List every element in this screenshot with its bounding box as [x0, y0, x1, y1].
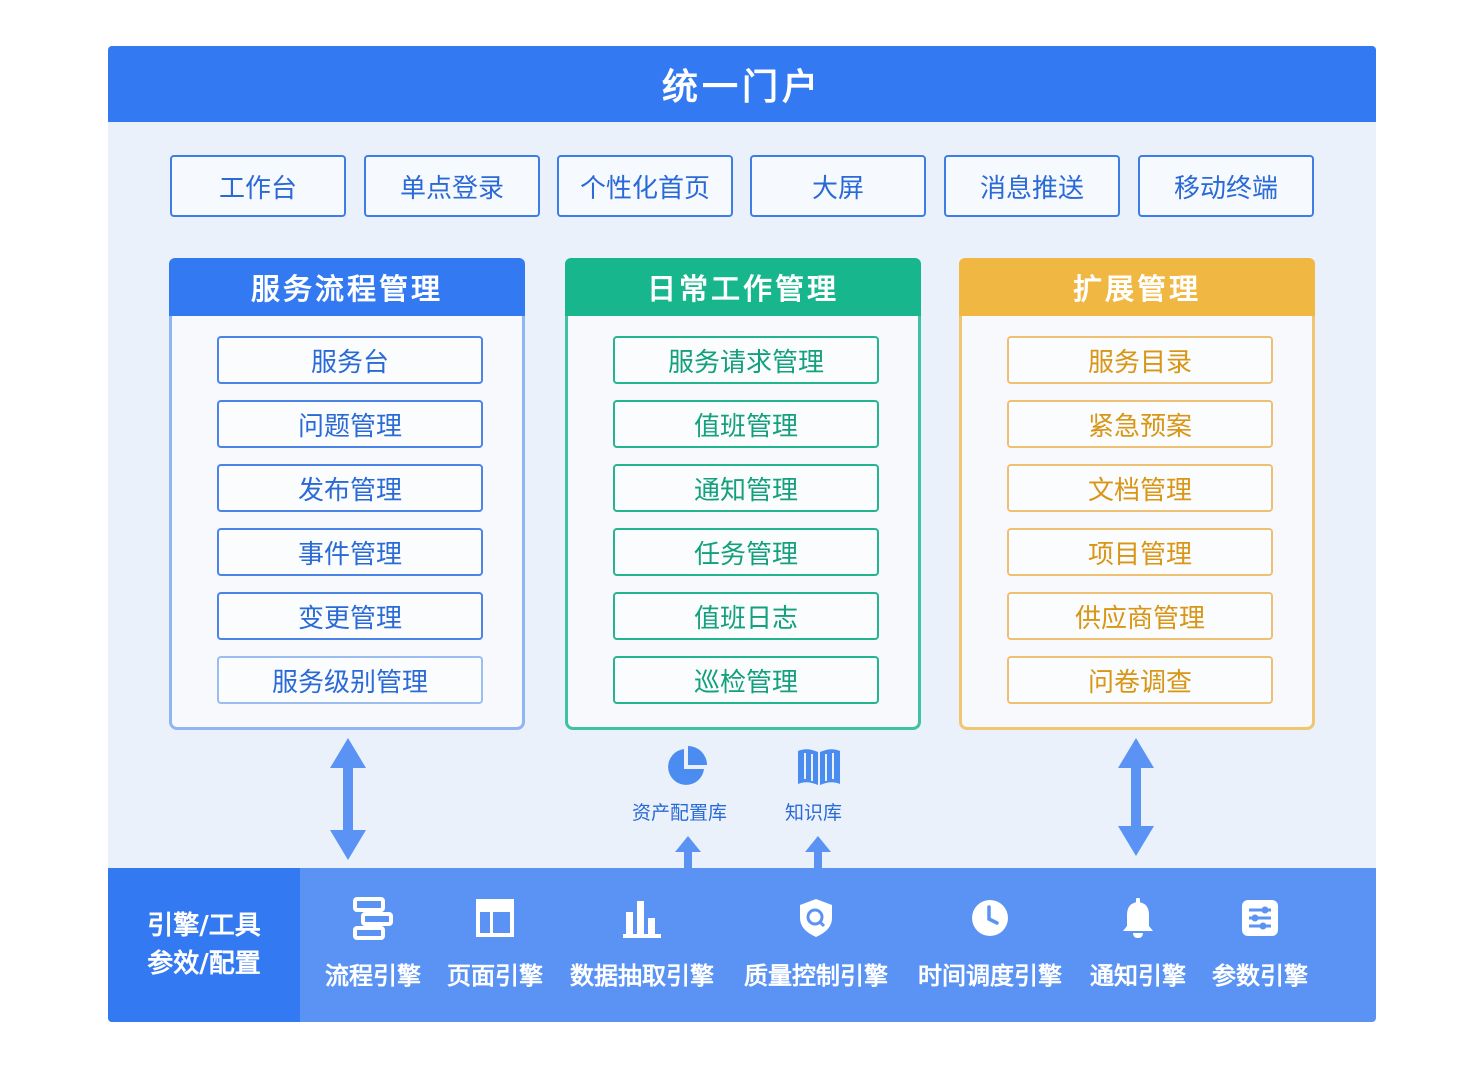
module-item-release[interactable]: 发布管理 — [217, 464, 483, 512]
engine-data-extraction[interactable]: 数据抽取引擎 — [564, 896, 720, 1006]
sliders-icon — [1242, 900, 1278, 936]
module-item-service-request[interactable]: 服务请求管理 — [613, 336, 879, 384]
up-arrow-icon — [675, 836, 701, 870]
module-item-service-desk[interactable]: 服务台 — [217, 336, 483, 384]
module-extension: 扩展管理 服务目录 紧急预案 文档管理 项目管理 供应商管理 问卷调查 — [959, 258, 1315, 730]
portal-tab-workbench[interactable]: 工作台 — [170, 155, 346, 217]
module-item-change[interactable]: 变更管理 — [217, 592, 483, 640]
engine-quality-control[interactable]: 质量控制引擎 — [738, 896, 894, 1006]
pie-chart-icon — [668, 746, 707, 785]
module-item-duty[interactable]: 值班管理 — [613, 400, 879, 448]
engine-parameter[interactable]: 参数引擎 — [1208, 896, 1312, 1006]
engine-flow-label: 流程引擎 — [325, 962, 421, 990]
module-item-notice[interactable]: 通知管理 — [613, 464, 879, 512]
module-extension-title: 扩展管理 — [959, 258, 1315, 316]
engine-page[interactable]: 页面引擎 — [443, 896, 547, 1006]
module-item-duty-log[interactable]: 值班日志 — [613, 592, 879, 640]
double-arrow-left-icon — [330, 738, 366, 860]
module-item-incident[interactable]: 事件管理 — [217, 528, 483, 576]
portal-tab-sso[interactable]: 单点登录 — [364, 155, 540, 217]
module-item-inspection[interactable]: 巡检管理 — [613, 656, 879, 704]
module-daily-work-title: 日常工作管理 — [565, 258, 921, 316]
module-item-task[interactable]: 任务管理 — [613, 528, 879, 576]
asset-config-library-label: 资产配置库 — [632, 802, 728, 824]
double-arrow-right-icon — [1118, 738, 1154, 856]
engine-flow[interactable]: 流程引擎 — [321, 896, 425, 1006]
engine-quality-control-label: 质量控制引擎 — [744, 962, 888, 990]
up-arrow-icon — [805, 836, 831, 870]
engine-parameter-label: 参数引擎 — [1212, 962, 1308, 990]
engine-side-label-line1: 引擎/工具 — [147, 911, 261, 941]
engine-page-label: 页面引擎 — [447, 962, 543, 990]
shield-search-icon — [800, 899, 832, 937]
module-service-flow-title: 服务流程管理 — [169, 258, 525, 316]
engine-notification[interactable]: 通知引擎 — [1086, 896, 1190, 1006]
engine-bar — [108, 868, 1376, 1022]
layout-icon — [476, 899, 514, 937]
module-daily-work: 日常工作管理 服务请求管理 值班管理 通知管理 任务管理 值班日志 巡检管理 — [565, 258, 921, 730]
engine-time-schedule-label: 时间调度引擎 — [918, 962, 1062, 990]
flow-icon — [353, 897, 393, 940]
portal-tab-big-screen[interactable]: 大屏 — [750, 155, 926, 217]
book-icon — [798, 749, 840, 785]
module-service-flow: 服务流程管理 服务台 问题管理 发布管理 事件管理 变更管理 服务级别管理 — [169, 258, 525, 730]
portal-title: 统一门户 — [108, 46, 1376, 122]
module-item-document[interactable]: 文档管理 — [1007, 464, 1273, 512]
clock-icon — [972, 900, 1008, 936]
portal-tab-mobile[interactable]: 移动终端 — [1138, 155, 1314, 217]
module-item-survey[interactable]: 问卷调查 — [1007, 656, 1273, 704]
engine-side-label: 引擎/工具 参效/配置 — [108, 868, 300, 1022]
engine-side-label-line2: 参效/配置 — [147, 949, 261, 979]
portal-tab-personal-home[interactable]: 个性化首页 — [557, 155, 733, 217]
module-item-sla[interactable]: 服务级别管理 — [217, 656, 483, 704]
bar-chart-icon — [623, 901, 661, 938]
engine-data-extraction-label: 数据抽取引擎 — [570, 962, 714, 990]
engine-notification-label: 通知引擎 — [1090, 962, 1186, 990]
module-item-emergency-plan[interactable]: 紧急预案 — [1007, 400, 1273, 448]
module-item-project[interactable]: 项目管理 — [1007, 528, 1273, 576]
module-item-supplier[interactable]: 供应商管理 — [1007, 592, 1273, 640]
module-item-service-catalog[interactable]: 服务目录 — [1007, 336, 1273, 384]
module-item-problem[interactable]: 问题管理 — [217, 400, 483, 448]
portal-tab-message-push[interactable]: 消息推送 — [944, 155, 1120, 217]
knowledge-base-label: 知识库 — [785, 802, 843, 824]
bell-icon — [1123, 898, 1153, 938]
engine-time-schedule[interactable]: 时间调度引擎 — [912, 896, 1068, 1006]
